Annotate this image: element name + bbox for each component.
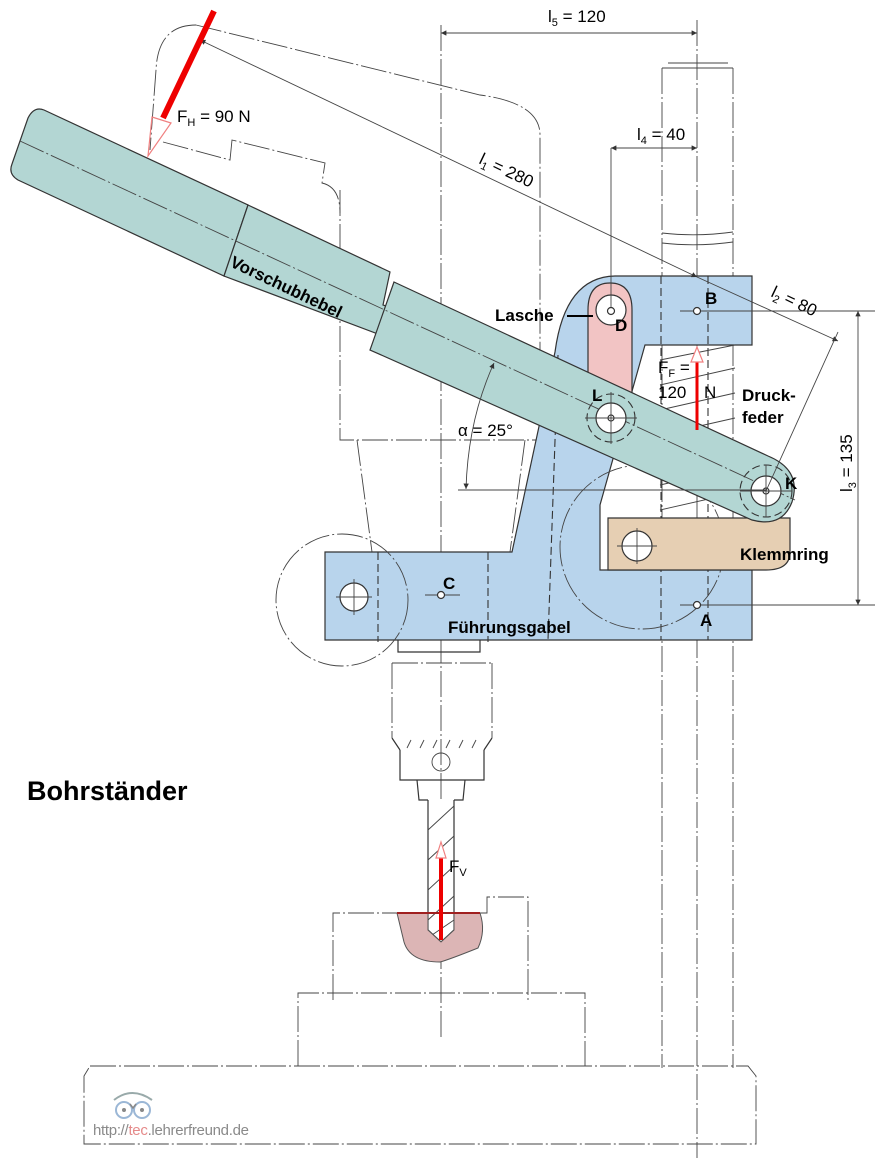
svg-text:l3 = 135: l3 = 135 (837, 434, 859, 492)
point-A: A (692, 600, 712, 630)
svg-text:l4 = 40: l4 = 40 (637, 125, 685, 147)
svg-text:N: N (704, 383, 716, 402)
workpiece (332, 896, 529, 1000)
svg-text:feder: feder (742, 408, 784, 427)
label-spring: Druck- feder (742, 386, 796, 427)
svg-text:FV: FV (449, 857, 467, 879)
owl-logo-icon (113, 1092, 153, 1119)
point-L: L (592, 386, 602, 405)
diagram-title: Bohrständer (27, 776, 188, 806)
guide-fork (275, 275, 753, 667)
watermark-url: http://tec.lehrerfreund.de (93, 1122, 249, 1139)
svg-text:120: 120 (658, 383, 686, 402)
svg-text:FH = 90 N: FH = 90 N (177, 107, 251, 129)
point-B: B (680, 289, 750, 316)
point-C: C (425, 574, 460, 600)
label-clamp-ring: Klemmring (740, 545, 829, 564)
svg-text:l1 = 280: l1 = 280 (475, 149, 537, 194)
svg-text:C: C (443, 574, 455, 593)
svg-text:B: B (705, 289, 717, 308)
table-block (297, 992, 586, 1066)
point-D: D (606, 306, 627, 335)
svg-text:A: A (700, 611, 712, 630)
svg-text:L: L (592, 386, 602, 405)
force-FH: FH = 90 N (147, 9, 251, 159)
svg-text:Druck-: Druck- (742, 386, 796, 405)
svg-text:Lasche: Lasche (495, 306, 554, 325)
svg-text:l5 = 120: l5 = 120 (548, 7, 606, 29)
housing-outline (149, 24, 541, 1040)
dimension-l5: l5 = 120 (441, 7, 697, 36)
point-K: K (785, 474, 798, 493)
base-plate (83, 1065, 757, 1145)
label-guide-fork: Führungsgabel (448, 618, 571, 637)
svg-text:K: K (785, 474, 798, 493)
svg-text:D: D (615, 316, 627, 335)
drill-chuck (391, 640, 493, 801)
dimension-alpha: α = 25° (458, 362, 766, 491)
force-FV: FV (435, 839, 467, 940)
svg-text:l2 = 80: l2 = 80 (767, 282, 820, 323)
force-FF: FF = 120 N (658, 345, 716, 430)
clamp-ring (607, 517, 791, 571)
label-link: Lasche (495, 306, 593, 325)
svg-text:α = 25°: α = 25° (458, 421, 513, 440)
svg-text:FF =: FF = (658, 358, 690, 380)
